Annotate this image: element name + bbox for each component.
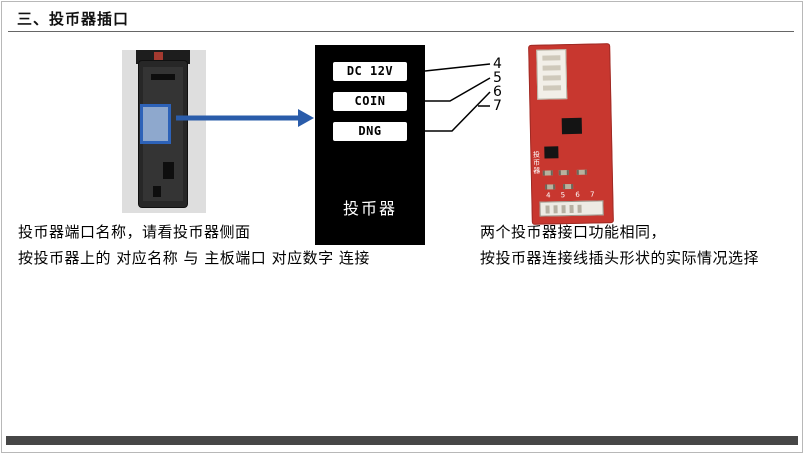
page-footer-bar [6,436,798,445]
wire-dng-to-6 [425,91,491,132]
connector-slot [542,55,561,61]
pcb-ic-chip [561,117,582,135]
note-right-line1: 两个投币器接口功能相同， [480,223,667,241]
wire-coin-to-5 [425,77,491,102]
wire-dc12v-to-4 [424,63,491,72]
pin-number-7: 7 [493,98,502,114]
smd-resistor [542,170,553,176]
pcb-white-connector [536,49,568,100]
port-highlight-box [140,104,171,144]
coin-acceptor-port-box: DC 12V COIN DNG 投币器 [315,45,425,245]
smd-resistor [563,183,574,190]
pin-number-5: 5 [493,70,502,86]
title-divider [8,31,794,32]
device-wire [154,52,163,61]
pin-number-4: 4 [493,56,502,72]
connector-pinhole [553,204,558,213]
connector-pinhole [561,204,566,213]
connector-slot [542,65,561,71]
coin-acceptor-photo [122,50,206,213]
port-label-coin: COIN [333,92,407,111]
smd-resistor [545,184,556,190]
device-button [163,162,174,179]
note-right-line2: 按投币器连接线插头形状的实际情况选择 [480,249,760,267]
connector-slot [542,75,561,81]
pcb-silkscreen-label: 投币器 [532,150,541,175]
arrow-head [298,109,314,127]
smd-resistor [576,169,587,175]
pcb-photo: 投币器 4 5 6 7 [528,43,614,225]
device-coin-slot [151,74,175,80]
port-label-dc12v: DC 12V [333,62,407,81]
note-left-line2: 按投币器上的 对应名称 与 主板端口 对应数字 连接 [18,249,370,267]
pcb-pin-numbers: 4 5 6 7 [545,190,599,200]
smd-resistor [558,170,569,176]
port-label-dng: DNG [333,122,407,141]
pin-number-6: 6 [493,84,502,100]
pcb-transistor [544,146,559,159]
connector-pinhole [577,204,582,213]
device-button-small [153,186,161,197]
port-box-caption: 投币器 [342,199,397,218]
page-title: 三、投币器插口 [17,10,130,28]
connector-pinhole [569,204,574,213]
note-left-line1: 投币器端口名称，请看投币器侧面 [18,223,251,241]
pcb-bottom-connector [539,200,604,217]
connector-slot [542,85,562,91]
connector-pinhole [545,204,550,214]
